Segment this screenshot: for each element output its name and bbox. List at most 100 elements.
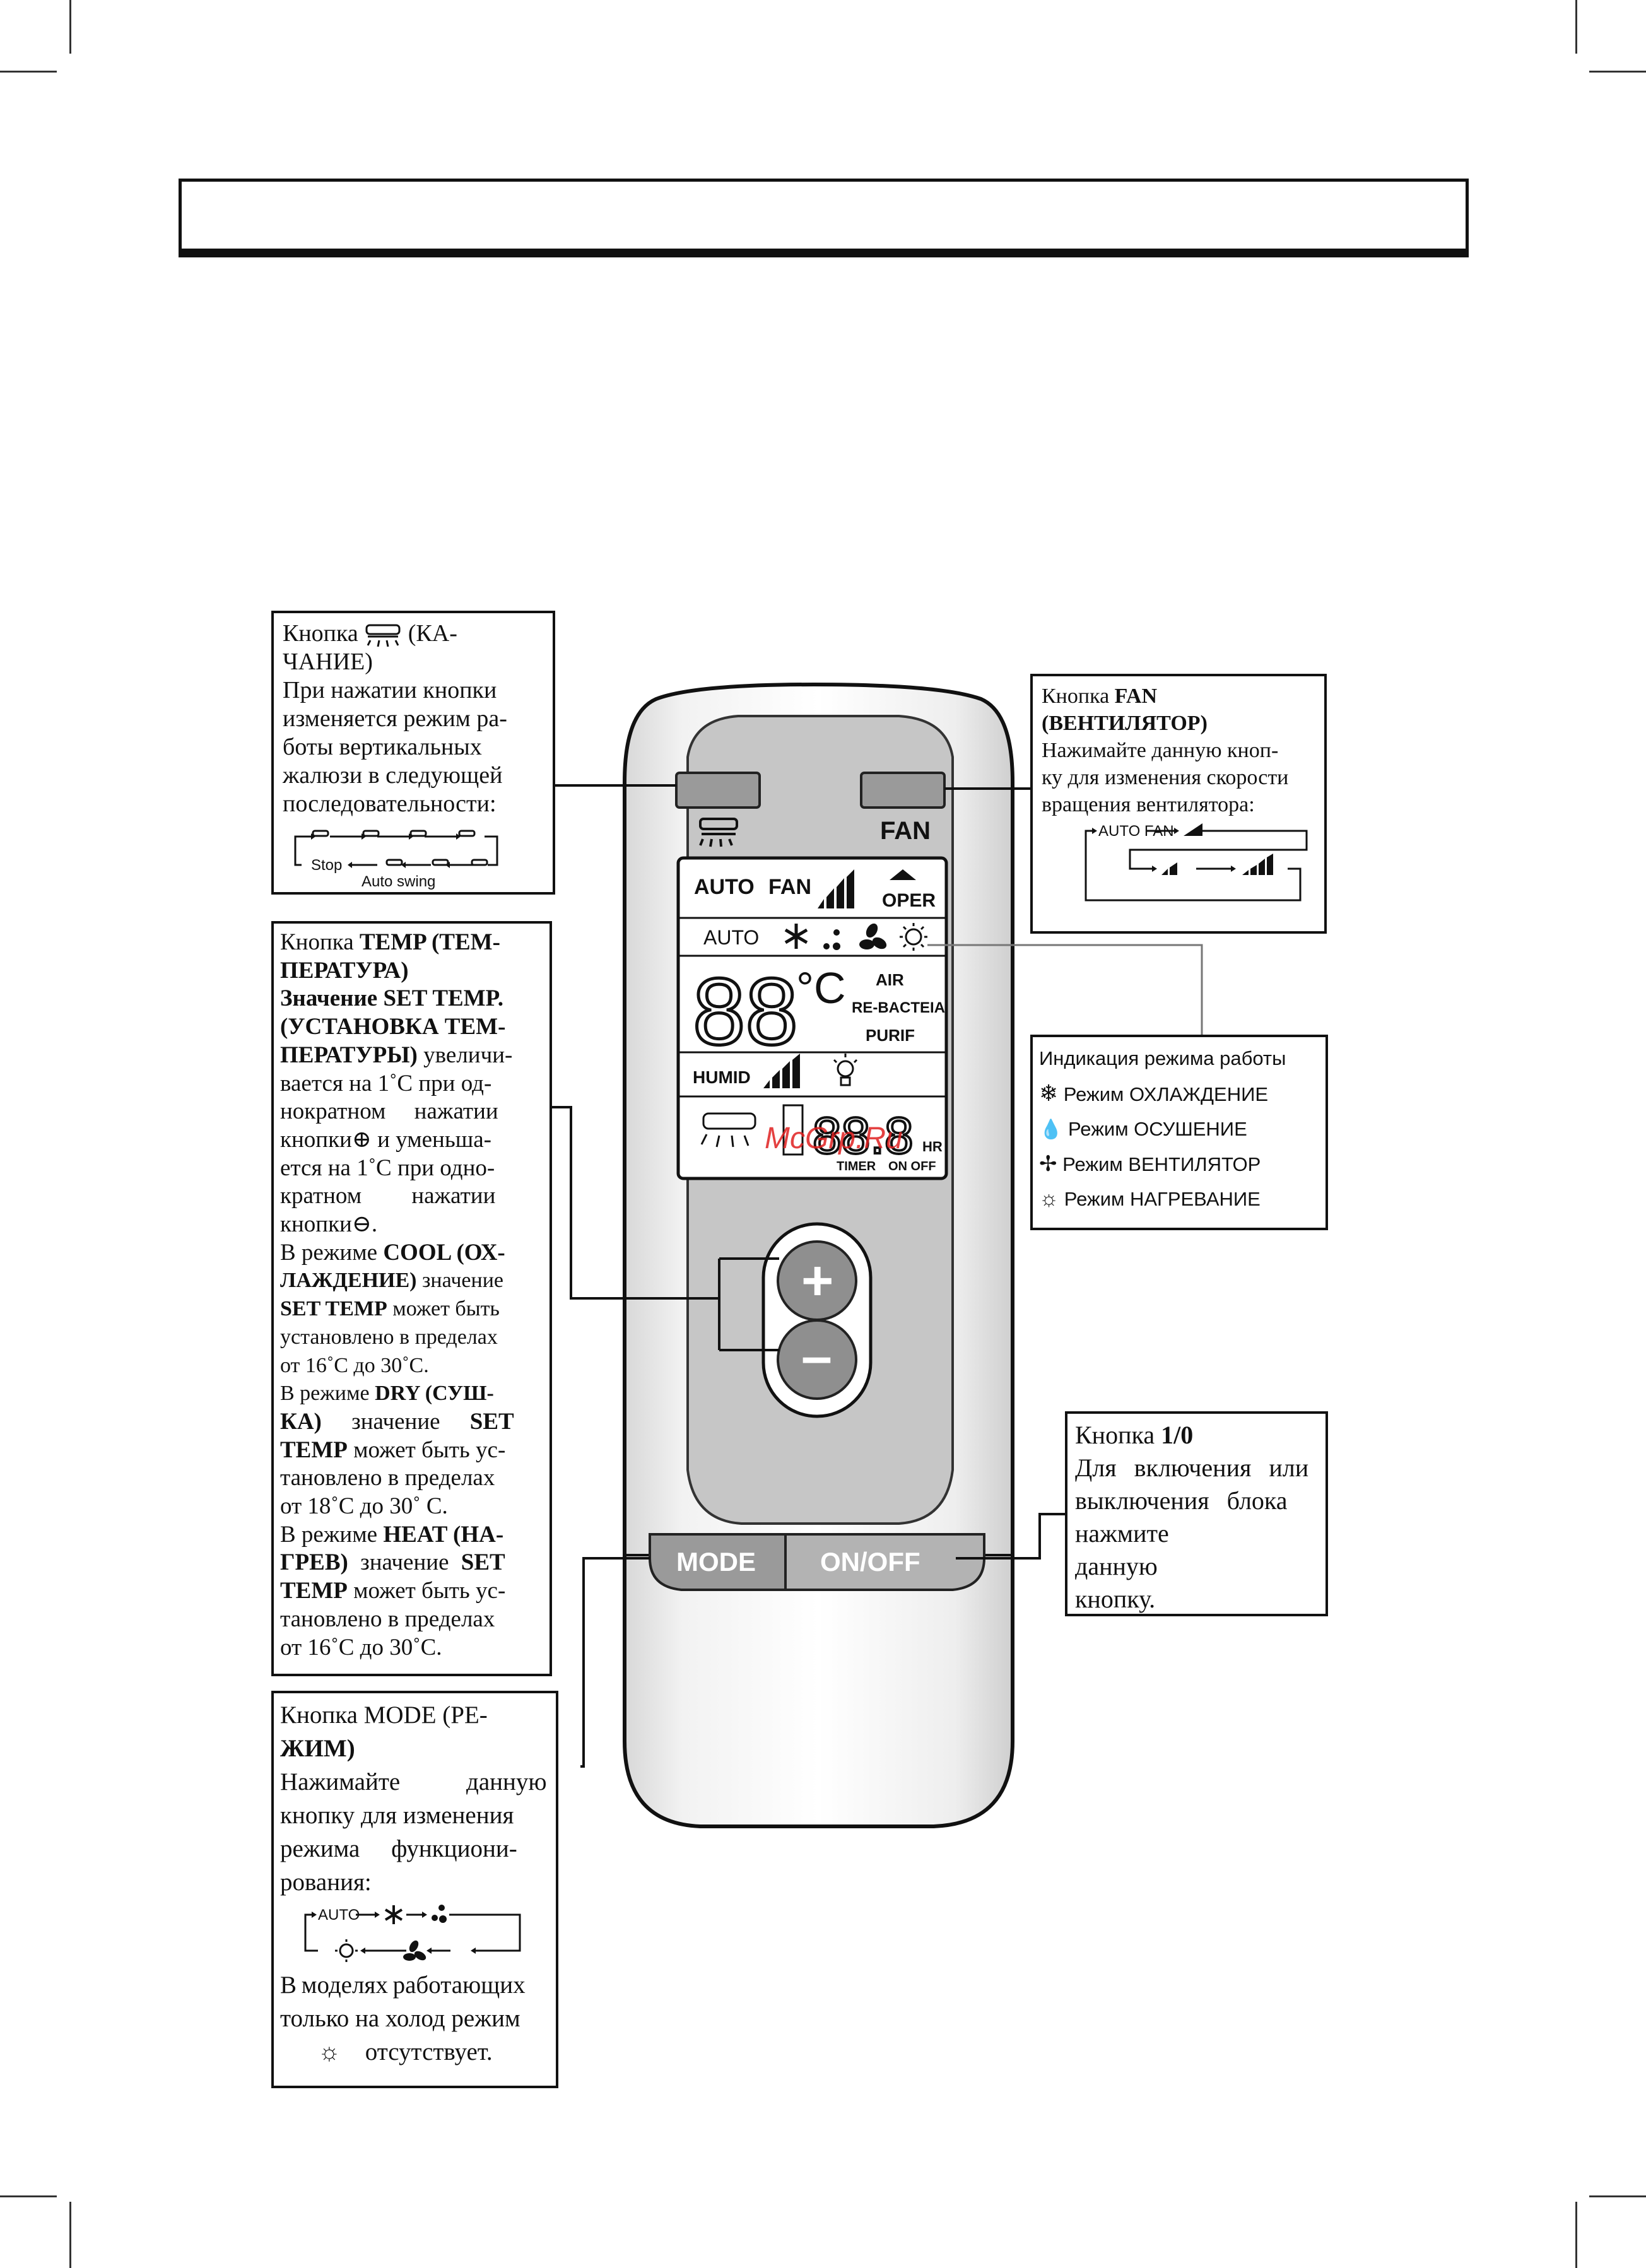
- fan-icon: ✢: [1039, 1152, 1057, 1176]
- swing-button[interactable]: [675, 772, 761, 809]
- temp-callout-text: тановлено в пределах: [280, 1465, 495, 1491]
- lcd-oper: OPER: [882, 890, 936, 911]
- swing-callout-title-suffix: (КА-: [408, 620, 457, 647]
- swing-auto-label: Auto swing: [362, 873, 435, 890]
- crop-mark: [1589, 2195, 1646, 2197]
- temp-callout-text: может быть ус-: [347, 1578, 506, 1604]
- mode-sequence-diagram: AUTO: [304, 1905, 521, 1962]
- swing-callout-text: последовательности:: [283, 790, 497, 818]
- lcd-fan-speed-bars: [818, 869, 854, 908]
- temp-button-callout: Кнопка TEMP (ТЕМ- ПЕРАТУРА) Значение SET…: [271, 921, 552, 1676]
- temp-callout-text: В режиме: [280, 1382, 375, 1406]
- lcd-temp-unit: °C: [796, 963, 846, 1013]
- mode-callout-text: рования:: [280, 1869, 372, 1896]
- lcd-drops-icon: [823, 929, 840, 950]
- mode-indication-callout: Индикация режима работы ❄ Режим ОХЛАЖДЕН…: [1030, 1035, 1328, 1230]
- power-callout-text: нажмите данную: [1075, 1519, 1169, 1580]
- lcd-sun-icon: [900, 923, 927, 951]
- set-temp-label: SET: [469, 1408, 514, 1435]
- lcd-fan: FAN: [768, 875, 811, 899]
- set-temp-label: SET TEMP: [280, 1297, 387, 1321]
- lcd-mode-auto: AUTO: [703, 926, 759, 949]
- indication-item: Режим ОСУШЕНИЕ: [1067, 1118, 1247, 1140]
- mode-callout-text: кнопку для изменения: [280, 1802, 514, 1829]
- fan-callout-text: вращения вентилятора:: [1042, 793, 1255, 816]
- mode-callout-title-line2: ЖИМ): [280, 1735, 355, 1762]
- heat-mode-label: HEAT (НА-: [383, 1521, 504, 1548]
- set-temp-label: SET: [461, 1549, 505, 1576]
- temp-callout-text: установлено в пределах: [280, 1325, 498, 1349]
- temp-callout-text: может быть ус-: [347, 1437, 506, 1463]
- temp-callout-title-bold: TEMP (ТЕМ-: [359, 929, 500, 955]
- mode-callout-note: только на холод режим: [280, 2005, 520, 2032]
- crop-mark: [0, 71, 57, 73]
- swing-callout-text: жалюзи в следующей: [283, 762, 503, 789]
- power-callout-text: выключения блока: [1075, 1486, 1288, 1515]
- fan-button[interactable]: [860, 772, 946, 809]
- section-header-box: [179, 179, 1469, 257]
- temp-callout-text: кнопки: [280, 1126, 352, 1153]
- swing-sequence-diagram: Stop Auto swing: [294, 830, 498, 890]
- swing-icon: [364, 623, 402, 648]
- cool-mode-label: ЛАЖДЕНИЕ): [280, 1269, 417, 1293]
- mode-callout-title: MODE (РЕ-: [363, 1701, 488, 1729]
- lcd-timer-digits: 88.8: [813, 1107, 914, 1165]
- lcd-louver-bar: [782, 1104, 804, 1156]
- mode-callout-text: режима функциони-: [280, 1835, 517, 1862]
- swing-callout-title: Кнопка: [283, 620, 358, 647]
- lcd-re-bacteia: RE-BACTEIA: [852, 999, 945, 1016]
- indication-item: Режим ВЕНТИЛЯТОР: [1062, 1153, 1261, 1175]
- lcd-lamp-icon: [833, 1054, 858, 1086]
- swing-callout-text: При нажатии кнопки: [283, 677, 497, 704]
- temp-callout-text: значение: [348, 1549, 461, 1576]
- circle-minus-icon: ⊖: [351, 1211, 372, 1238]
- temp-callout-text: от 16˚С до 30˚С.: [280, 1634, 442, 1660]
- temp-callout-text: и уменьша-: [371, 1126, 491, 1153]
- lcd-fan-icon: [859, 923, 887, 949]
- power-callout-text: кнопку.: [1075, 1585, 1156, 1613]
- mode-button[interactable]: [649, 1533, 787, 1591]
- onoff-button-label: ON/OFF: [820, 1547, 920, 1577]
- set-temp-label: TEMP: [280, 1578, 348, 1604]
- lcd-humid-bars: [763, 1054, 800, 1088]
- fan-auto-label: AUTO FAN: [1098, 823, 1174, 840]
- temp-callout-text: .: [371, 1211, 378, 1238]
- dry-mode-label: КА): [280, 1408, 322, 1435]
- temp-callout-set-title: ПЕРАТУРЫ): [280, 1042, 418, 1068]
- temp-callout-set-title: (УСТАНОВКА ТЕМ-: [280, 1014, 506, 1040]
- mode-callout-text: Нажимайте данную: [280, 1768, 547, 1795]
- crop-mark: [1575, 0, 1577, 54]
- indication-item: Режим ОХЛАЖДЕНИЕ: [1063, 1083, 1269, 1105]
- crop-mark: [0, 2195, 57, 2197]
- circle-plus-icon: ⊕: [351, 1126, 372, 1153]
- swing-callout-text: боты вертикальных: [283, 734, 482, 761]
- temp-callout-title-line2: ПЕРАТУРА): [280, 957, 409, 984]
- indication-title: Индикация режима работы: [1039, 1047, 1286, 1069]
- temp-callout-text: может быть: [387, 1297, 500, 1321]
- swing-callout-text: изменяется режим ра-: [283, 705, 507, 732]
- temp-callout-text: от 16˚С до 30˚С.: [280, 1353, 429, 1377]
- lcd-timer: TIMER: [837, 1160, 876, 1173]
- lcd-oper-arrow-icon: [890, 869, 916, 880]
- mode-button-label: MODE: [676, 1547, 756, 1577]
- crop-mark: [69, 2202, 71, 2268]
- temp-callout-text: нократном нажатии: [280, 1098, 498, 1125]
- sun-icon: ☼: [318, 2038, 341, 2065]
- lcd-hr: HR: [922, 1139, 943, 1155]
- temp-callout-title: Кнопка: [280, 929, 360, 955]
- dry-mode-label: DRY (СУШ-: [375, 1382, 494, 1406]
- snowflake-icon: ❄: [1039, 1080, 1059, 1106]
- lcd-temp-digits: 88: [693, 958, 798, 1064]
- sun-icon: ☼: [1039, 1187, 1059, 1211]
- temp-callout-text: увеличи-: [417, 1042, 513, 1068]
- temp-callout-text: тановлено в пределах: [280, 1606, 495, 1632]
- swing-callout-title-line2: ЧАНИЕ): [283, 649, 373, 676]
- crop-mark: [1589, 71, 1646, 73]
- temp-minus-label: –: [801, 1325, 832, 1387]
- crop-mark: [69, 0, 71, 54]
- lcd-air: AIR: [876, 970, 904, 989]
- swing-button-callout: Кнопка (КА- ЧАНИЕ) При нажатии кнопки из…: [271, 611, 555, 895]
- temp-callout-set-title: Значение SET TEMP.: [280, 985, 504, 1012]
- temp-minus-button[interactable]: [777, 1319, 857, 1400]
